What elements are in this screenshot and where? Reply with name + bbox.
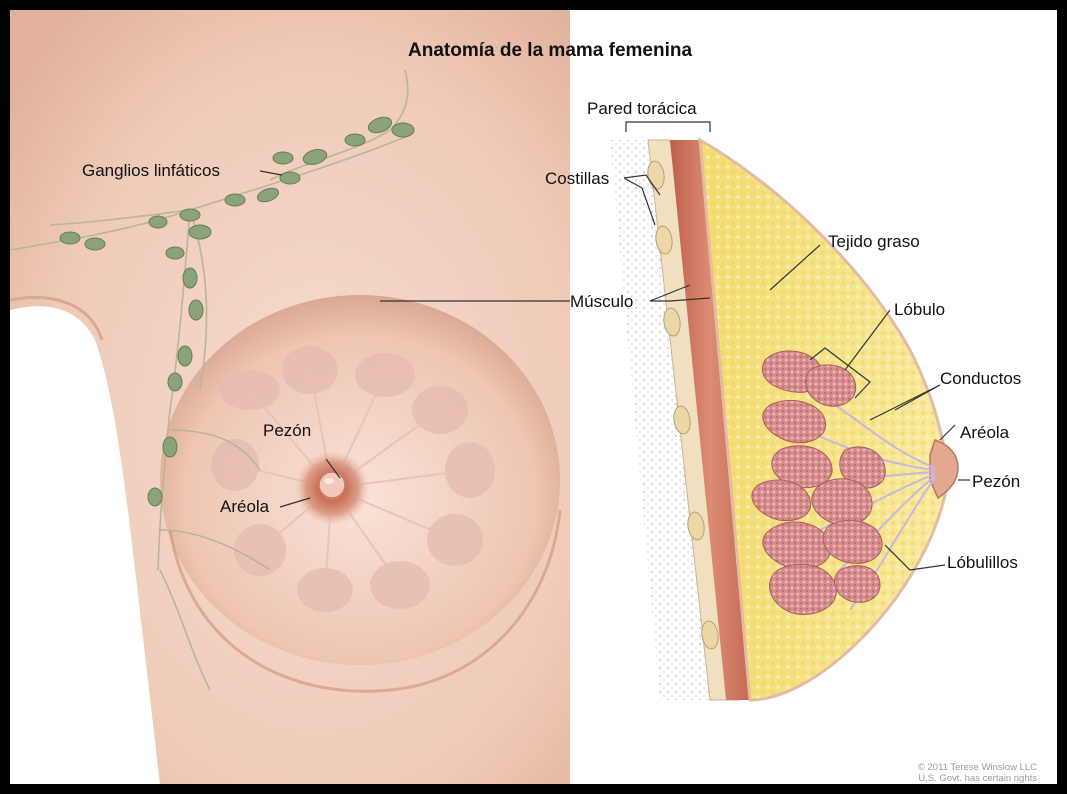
- label-nipple-section: Pezón: [972, 472, 1020, 491]
- label-ducts: Conductos: [940, 369, 1021, 388]
- label-areola-section: Aréola: [960, 423, 1010, 442]
- illustration-canvas: Anatomía de la mama femenina Ganglios li…: [10, 10, 1057, 784]
- copyright-line-2: U.S. Govt. has certain rights: [918, 773, 1037, 784]
- breast-anatomy-illustration: Anatomía de la mama femenina Ganglios li…: [10, 10, 1057, 784]
- nipple-front: [319, 472, 345, 498]
- label-ribs: Costillas: [545, 169, 609, 188]
- copyright-line-1: © 2011 Terese Winslow LLC: [918, 762, 1037, 773]
- label-nipple-front: Pezón: [263, 421, 311, 440]
- label-lobules: Lóbulillos: [947, 553, 1018, 572]
- label-lymph-nodes: Ganglios linfáticos: [82, 161, 220, 180]
- label-muscle: Músculo: [570, 292, 633, 311]
- label-areola-front: Aréola: [220, 497, 270, 516]
- label-chest-wall: Pared torácica: [587, 99, 697, 118]
- diagram-title: Anatomía de la mama femenina: [408, 40, 692, 61]
- frontal-torso: [10, 10, 570, 784]
- label-lobe: Lóbulo: [894, 300, 945, 319]
- label-fatty-tissue: Tejido graso: [828, 232, 920, 251]
